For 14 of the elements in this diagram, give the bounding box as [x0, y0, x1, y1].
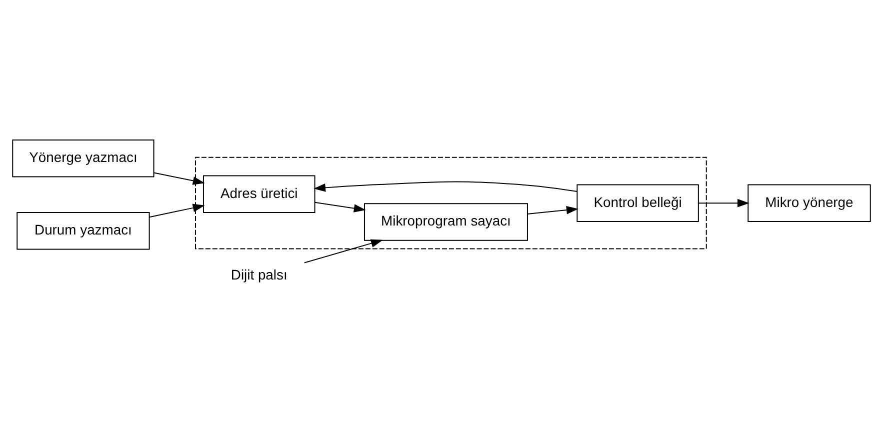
arrow [304, 239, 383, 264]
node-text: Dijit palsı [230, 266, 288, 282]
node-box: Mikro yönerge [748, 184, 871, 222]
node-box: Mikroprogram sayacı [364, 203, 528, 241]
arrow [314, 202, 366, 212]
node-box: Durum yazmacı [16, 212, 150, 250]
node-box: Kontrol belleği [576, 184, 699, 222]
arrow [153, 172, 205, 185]
arrow [698, 198, 750, 208]
arrow [314, 181, 578, 192]
node-box: Adres üretici [202, 175, 316, 214]
arrow [526, 206, 578, 214]
arrow [148, 204, 205, 218]
node-box: Yönerge yazmacı [12, 139, 154, 178]
